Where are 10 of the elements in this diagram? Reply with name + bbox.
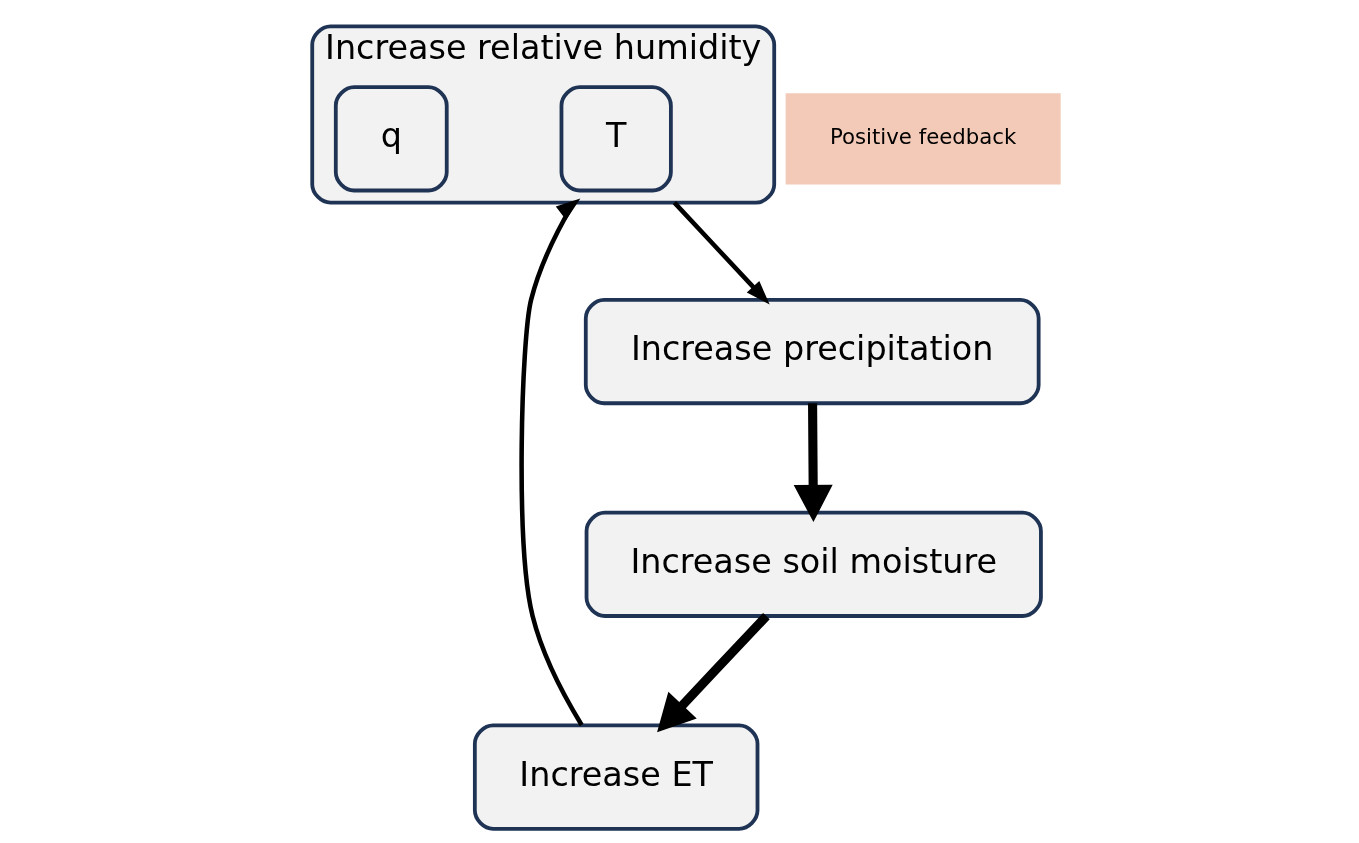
arrow [793, 403, 833, 523]
node-box: T [559, 85, 673, 193]
node-box: Increase ET [472, 723, 759, 831]
arrow [672, 201, 770, 305]
node-box: Positive feedback [785, 93, 1061, 185]
arrow [656, 612, 770, 733]
node-box: q [333, 85, 449, 193]
node-box: Increase soil moisture [584, 510, 1043, 618]
node-box: Increase precipitation [583, 298, 1041, 406]
arrow [518, 198, 584, 727]
